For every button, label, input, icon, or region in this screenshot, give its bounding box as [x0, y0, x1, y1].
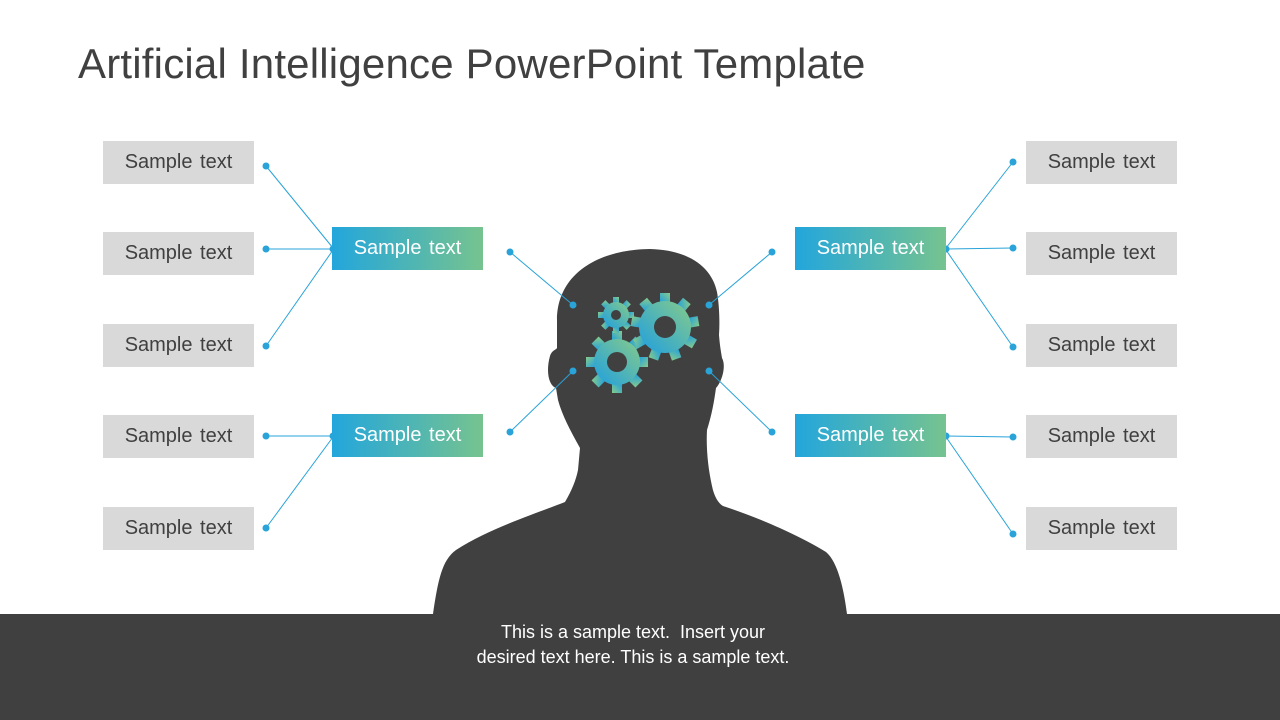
- left-hub-box-2: Sample text: [332, 414, 483, 457]
- footer-text: This is a sample text. Insert your desir…: [390, 620, 876, 670]
- left-outer-box-3: Sample text: [103, 324, 254, 367]
- left-outer-box-4: Sample text: [103, 415, 254, 458]
- left-outer-box-5: Sample text: [103, 507, 254, 550]
- left-outer-box-2: Sample text: [103, 232, 254, 275]
- left-outer-box-1: Sample text: [103, 141, 254, 184]
- head-silhouette-icon: [433, 249, 847, 614]
- footer-line-1: This is a sample text. Insert your: [500, 622, 766, 642]
- right-outer-box-2: Sample text: [1026, 232, 1177, 275]
- left-hub-box-1: Sample text: [332, 227, 483, 270]
- gears-icon: [586, 293, 700, 393]
- footer-band: [0, 614, 1280, 720]
- right-outer-box-1: Sample text: [1026, 141, 1177, 184]
- connector-lines: [265, 161, 1014, 535]
- right-outer-box-4: Sample text: [1026, 415, 1177, 458]
- right-hub-box-1: Sample text: [795, 227, 946, 270]
- right-outer-box-3: Sample text: [1026, 324, 1177, 367]
- right-outer-box-5: Sample text: [1026, 507, 1177, 550]
- slide-title: Artificial Intelligence PowerPoint Templ…: [78, 40, 866, 87]
- right-hub-box-2: Sample text: [795, 414, 946, 457]
- footer-line-2: desired text here. This is a sample text…: [476, 647, 790, 667]
